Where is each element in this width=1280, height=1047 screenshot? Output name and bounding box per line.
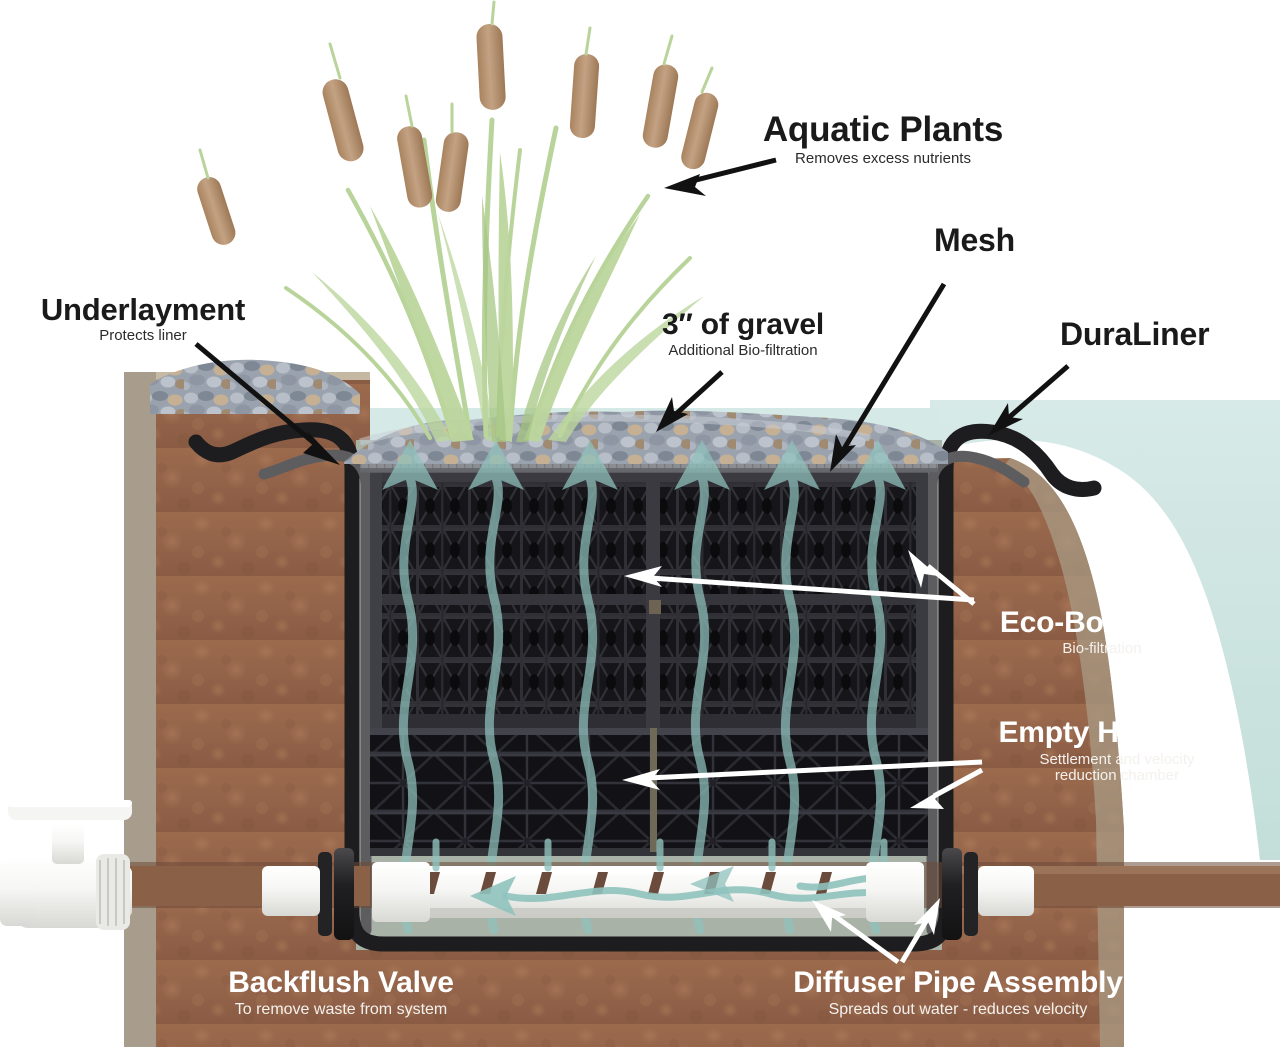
arrow-eco-bog-cube-2 [908,550,976,606]
label-aquatic-plants: Aquatic Plants Removes excess nutrients [744,112,1022,167]
cube-edge-right [916,470,928,728]
water-flow-arrows [382,440,906,935]
label-duraliner: DuraLiner [1060,316,1210,352]
inlet-pipe-right-top [946,866,1280,874]
label-empty-half-cube: Empty Half Cube Settlement and velocity … [972,716,1262,785]
label-mesh: Mesh [934,224,1015,257]
label-aquatic-plants-subtitle: Removes excess nutrients [795,149,971,167]
label-eco-bog-cube: Eco-Bog Cube Bio-filtration [972,606,1232,657]
arrow-diffuser-pipe-2 [899,898,940,964]
arrow-aquatic-plants [664,157,777,196]
empty-half-cube-group [370,730,928,852]
label-diffuser-pipe-assembly: Diffuser Pipe Assembly Spreads out water… [762,966,1154,1019]
label-gravel: 3″ of gravel Additional Bio-filtration [620,308,866,359]
label-gravel-subtitle: Additional Bio-filtration [668,341,818,359]
label-gravel-title: 3″ of gravel [661,308,825,341]
label-backflush-valve-subtitle: To remove waste from system [234,1000,448,1018]
arrow-underlayment [194,342,340,465]
arrow-eco-bog-cube-1 [624,566,975,603]
half-cube-bottom-rail [370,848,928,856]
cube-divider-vertical [646,470,660,728]
arrow-empty-half-cube-2 [910,767,984,809]
diffuser-flow-arrowhead-1 [470,876,516,916]
leader-arrows [194,157,1070,965]
cube-latch [649,600,661,614]
valve-union-ribs [99,858,125,926]
diffuser-pipe-assembly [262,838,1034,940]
label-diffuser-pipe-assembly-title: Diffuser Pipe Assembly [793,966,1123,999]
outlet-pipe-left [124,866,370,906]
right-bank-edge-shade [1004,458,1124,1047]
duraliner-right [938,423,1102,938]
backflush-valve [0,800,132,930]
label-eco-bog-cube-title: Eco-Bog Cube [999,606,1205,639]
cattail-heads [197,23,719,245]
gravel-left-mound [150,359,360,414]
label-backflush-valve: Backflush Valve To remove waste from sys… [184,966,498,1019]
arrow-gravel [656,370,724,432]
arrow-diffuser-pipe-1 [812,900,900,965]
half-cube-divider [650,728,657,852]
label-underlayment: Underlayment Protects liner [24,294,262,344]
arrow-duraliner [988,364,1070,436]
label-duraliner-title: DuraLiner [1060,316,1210,352]
label-mesh-title: Mesh [934,222,1015,258]
basin-floor-soil [370,945,930,1047]
mesh-band-shadow [360,468,938,473]
pond-water-body [930,400,1280,860]
label-empty-half-cube-subtitle-1: Settlement and velocity [1039,750,1195,768]
cube-edge-left [370,470,382,728]
duraliner-left [188,422,360,938]
label-underlayment-title: Underlayment [40,292,246,327]
arrow-empty-half-cube-1 [622,759,983,790]
aquatic-plants [197,0,719,442]
label-underlayment-subtitle: Protects liner [99,326,187,344]
arrow-mesh [830,282,947,472]
label-eco-bog-cube-subtitle: Bio-filtration [1062,639,1142,657]
underlayment-right [926,450,1030,936]
label-diffuser-pipe-assembly-subtitle: Spreads out water - reduces velocity [828,1000,1088,1018]
half-cube-top-rail [370,728,928,735]
label-empty-half-cube-subtitle-2: reduction chamber [1054,767,1180,785]
left-subsoil-strip [124,372,158,1047]
diffuser-flow-arrowhead-2 [690,866,734,902]
label-backflush-valve-title: Backflush Valve [228,966,454,999]
label-aquatic-plants-title: Aquatic Plants [762,110,1004,149]
label-empty-half-cube-title: Empty Half Cube [998,716,1236,749]
